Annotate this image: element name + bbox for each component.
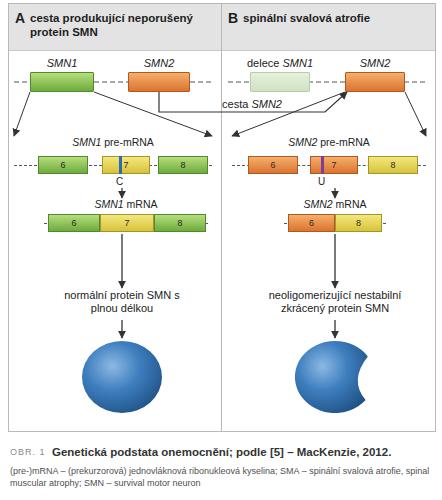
connector-line [334, 188, 335, 198]
transcript-label: SMN2 mRNA [264, 198, 406, 211]
transcript-band: SMN1 pre-mRNA678 [14, 136, 212, 188]
truncated-protein-shape [295, 341, 368, 413]
connector-line [405, 92, 426, 136]
exon-number: 8 [369, 157, 417, 173]
transcript-band: SMN2 mRNA68 [284, 198, 386, 234]
exon-number: 8 [336, 215, 381, 231]
transcript-label: SMN1 pre-mRNA [0, 136, 232, 149]
connector-line [14, 92, 30, 136]
exon-number: 7 [101, 215, 153, 231]
gene-label: SMN2 [316, 57, 434, 70]
exon-number: 8 [155, 215, 205, 231]
exon-number: 6 [289, 215, 334, 231]
gene-name: SMN2 [144, 57, 175, 69]
protein-shape [82, 341, 162, 413]
connector-line [334, 234, 335, 288]
connector-arrow [335, 188, 336, 198]
mutation-stripe [119, 156, 122, 174]
exon-box: 8 [335, 214, 382, 232]
transcript-band: SMN1 mRNA678 [44, 198, 208, 234]
gene-name: SMN1 [282, 57, 313, 69]
gene-name: SMN2 [360, 57, 391, 69]
abbreviation-note: (pre-)mRNA – (prekurzorová) jednovláknov… [10, 465, 438, 489]
connector-arrow [335, 234, 336, 288]
connector-line [94, 92, 212, 136]
connector-arrow [14, 92, 212, 136]
connector-line [121, 234, 122, 288]
figure-number: OBR. 1 [10, 445, 46, 459]
connector-line [121, 188, 122, 198]
gene-box: SMN2 [128, 72, 190, 92]
exon-number: 7 [103, 157, 149, 173]
gene-box: SMN2 [345, 72, 405, 92]
gene-label: SMN1 [1, 57, 123, 70]
figure-caption: Genetická podstata onemocnění; podle [5]… [52, 445, 391, 459]
exon-number: 6 [39, 157, 87, 173]
exon-box: 7 [102, 156, 150, 174]
nucleotide-letter: C [116, 176, 123, 188]
protein-label: normální protein SMN s plnou délkou [63, 289, 181, 315]
exon-number: 8 [159, 157, 207, 173]
panel-letter: A [15, 10, 25, 26]
panel-title: spinální svalová atrofie [243, 11, 429, 25]
gene-box: SMN1 [30, 72, 94, 92]
gene-box: delece SMN1 [250, 72, 310, 92]
exon-box: 7 [100, 214, 154, 232]
exon-box: 6 [38, 156, 88, 174]
gene-name: SMN1 [72, 136, 101, 148]
nucleotide-letter: U [318, 176, 325, 188]
transcript-band: SMN2 pre-mRNA678 [232, 136, 426, 188]
gene-name: SMN2 [303, 198, 332, 210]
exon-number: 7 [311, 157, 357, 173]
connector-arrow [122, 188, 123, 198]
folding-arrow [121, 320, 122, 338]
gene-label: SMN2 [99, 57, 219, 70]
gene-name: SMN2 [288, 136, 317, 148]
protein-label: neoligomerizující nestabilní zkrácený pr… [255, 289, 415, 315]
exon-number: 6 [49, 215, 99, 231]
exon-box: 8 [368, 156, 418, 174]
panel-header: Acesta produkující neporušený protein SM… [9, 4, 221, 51]
panel-letter: B [228, 10, 238, 26]
connector-label: cesta SMN2 [222, 98, 282, 111]
exon-box: 6 [288, 214, 335, 232]
gene-name: SMN2 [251, 98, 282, 110]
mutation-stripe [321, 156, 324, 174]
connector-arrow [232, 92, 426, 136]
panel-title: cesta produkující neporušený protein SMN [30, 11, 216, 39]
transcript-label: SMN2 pre-mRNA [212, 136, 442, 149]
gene-name: SMN1 [94, 198, 123, 210]
panel-header: Bspinální svalová atrofie [222, 4, 435, 51]
exon-box: 8 [154, 214, 206, 232]
folding-arrow [334, 320, 335, 338]
exon-box: 7 [310, 156, 358, 174]
transcript-label: SMN1 mRNA [24, 198, 228, 211]
exon-box: 6 [248, 156, 298, 174]
connector-arrow [122, 234, 123, 288]
gene-name: SMN1 [47, 57, 78, 69]
exon-box: 8 [158, 156, 208, 174]
exon-box: 6 [48, 214, 100, 232]
exon-number: 6 [249, 157, 297, 173]
gene-label: delece SMN1 [221, 57, 339, 70]
